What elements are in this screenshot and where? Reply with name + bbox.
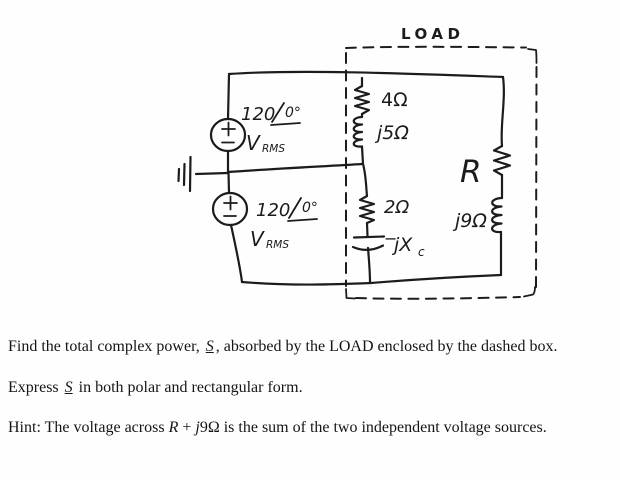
capacitor-label-sub: c: [418, 245, 425, 259]
resistor-icon: [358, 194, 376, 225]
problem-line-1: Find the total complex power, S, absorbe…: [8, 338, 557, 356]
inductor-right-label: j9Ω: [452, 210, 487, 232]
bottom-wire-left: [240, 280, 373, 286]
voltage-source-bottom-angle: 0°: [302, 200, 318, 216]
mid-branch-bottom-lead: [366, 246, 372, 284]
capacitor-bottom-plate-icon: [351, 244, 385, 251]
voltage-source-top: 120 0° V RMS: [209, 102, 301, 155]
load-dashed-box: LOAD: [345, 25, 538, 300]
voltage-source-bottom-circle: [211, 191, 249, 227]
angle-icon: [288, 197, 302, 219]
load-box-bottomright-corner: [523, 286, 536, 298]
ground-icon: [177, 155, 192, 193]
ground-lead: [194, 171, 230, 176]
hint-imag-j: j: [195, 419, 200, 436]
right-branch-top-lead: [500, 75, 505, 148]
problem-line-3: Hint: The voltage across R + j9Ω is the …: [8, 419, 547, 437]
plus-icon: [221, 121, 236, 137]
voltage-source-top-unit-sub: RMS: [262, 143, 285, 155]
inductor-icon: [352, 112, 364, 148]
resistor-icon: [353, 84, 371, 116]
line2-prefix: Express: [8, 379, 63, 396]
load-box-bottomleft-corner: [345, 288, 356, 300]
angle-underline-icon: [287, 218, 318, 222]
ground-bar-short: [177, 167, 181, 183]
load-label: LOAD: [401, 25, 464, 43]
load-box-right-edge: [535, 66, 538, 288]
line3-suffix: is the sum of the two independent voltag…: [219, 419, 547, 436]
circuit-wires: [194, 70, 505, 286]
top-wire: [227, 70, 505, 79]
hint-var-R: R: [168, 419, 179, 436]
resistor-icon: [492, 144, 512, 177]
resistor-right-label: R: [460, 154, 482, 190]
complex-power-symbol: S: [64, 379, 73, 396]
bottom-wire-right: [369, 273, 503, 285]
branch-2ohm-capacitor: 2Ω − jX c: [351, 194, 425, 259]
voltage-source-top-magnitude: 120: [241, 104, 275, 125]
load-box-bottom-edge: [355, 296, 521, 300]
voltage-source-top-unit: V: [246, 131, 261, 155]
plus-icon: [223, 195, 238, 211]
capacitor-top-plate-icon: [352, 235, 386, 239]
bottomsource-upper-lead: [227, 170, 231, 195]
voltage-source-bottom-unit-sub: RMS: [266, 239, 289, 251]
load-box-top-edge: [345, 45, 527, 49]
resistor-top-label: 4Ω: [381, 89, 408, 111]
problem-line-2: Express S in both polar and rectangular …: [8, 379, 303, 397]
angle-icon: [271, 102, 285, 123]
resistor-mid-label: 2Ω: [384, 197, 409, 218]
voltage-source-bottom: 120 0° V RMS: [211, 191, 318, 251]
inductor-icon: [490, 196, 504, 234]
voltage-source-bottom-unit: V: [250, 227, 265, 251]
ground-bar-long: [188, 155, 192, 193]
load-box-topright-corner: [527, 48, 538, 64]
branch-4ohm-j5ohm: 4Ω j5Ω: [352, 84, 409, 148]
capacitor-label: jX: [391, 234, 413, 256]
mid-branch-cap-lead: [365, 221, 369, 238]
inductor-top-label: j5Ω: [374, 122, 409, 144]
voltage-source-top-circle: [209, 117, 247, 153]
line3-prefix: Hint: The voltage across: [8, 419, 169, 436]
bottomsource-lower-lead: [229, 223, 244, 284]
mid-branch-top-lead: [361, 162, 369, 198]
hint-value: 9Ω: [199, 419, 220, 436]
line1-prefix: Find the total complex power,: [8, 338, 204, 355]
hint-operator: +: [178, 419, 196, 436]
line2-suffix: in both polar and rectangular form.: [74, 379, 303, 396]
ground-bar-mid: [182, 162, 186, 187]
complex-power-symbol: S: [205, 338, 214, 355]
voltage-source-bottom-magnitude: 120: [256, 200, 290, 221]
voltage-source-top-angle: 0°: [285, 105, 301, 121]
left-branch-bottom-lead: [360, 145, 365, 166]
line1-suffix: , absorbed by the LOAD enclosed by the d…: [215, 338, 558, 355]
capacitor-minus-label: −: [384, 229, 397, 248]
topsource-upper-lead: [226, 72, 231, 121]
branch-R-j9ohm: R j9Ω: [452, 144, 512, 234]
circuit-diagram: LOAD: [177, 25, 538, 300]
angle-underline-icon: [270, 122, 301, 126]
middle-wire: [226, 162, 364, 174]
